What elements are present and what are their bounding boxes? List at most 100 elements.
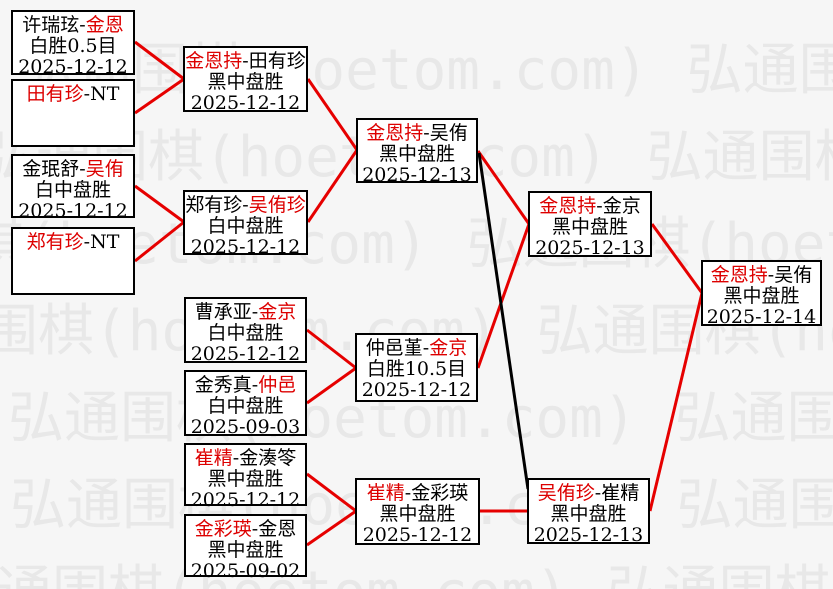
connector-b1-b5 (306, 328, 357, 370)
player-name: 金秀真 (194, 375, 252, 396)
match-box-bottom-r2-2[interactable]: 崔精-金彩瑛 黑中盘胜 2025-12-12 (355, 478, 480, 546)
player-name: NT (90, 232, 120, 253)
player-name: 金恩持 (539, 196, 597, 217)
match-result: 白胜10.5目 (366, 359, 467, 380)
match-box-bottom-r1-4[interactable]: 金彩瑛-金恩善 黑中盘胜 2025-09-02 (184, 514, 307, 582)
connector-t6-t7 (306, 149, 359, 223)
match-result: 白中盘胜 (207, 323, 284, 344)
player-name: 金珉舒 (22, 159, 80, 180)
connector-t4-t6 (134, 220, 185, 263)
match-box-winners-final[interactable]: 金恩持-金京垠 黑中盘胜 2025-12-13 (528, 191, 652, 259)
player-name: 仲邑堇 (236, 375, 297, 396)
match-players: 吴侑珍-崔精 (529, 483, 648, 504)
player-name: 崔精 (601, 483, 640, 504)
match-result: 黑中盘胜 (378, 144, 455, 165)
match-box-bottom-r1-1[interactable]: 曹承亚-金京垠 白中盘胜 2025-12-12 (184, 297, 307, 365)
match-result: 黑中盘胜 (551, 217, 628, 238)
connector-t2-t5 (134, 77, 185, 115)
match-result: 白中盘胜 (34, 180, 111, 201)
player-name: 金湊笭 (239, 448, 297, 469)
player-name: 吴侑珍 (248, 195, 306, 216)
match-date: 2025-09-03 (190, 417, 301, 438)
player-name: 金彩瑛 (411, 483, 469, 504)
match-date: 2025-12-12 (18, 57, 128, 78)
connector-b5-t8 (476, 223, 531, 369)
player-name: 崔精 (194, 448, 233, 469)
player-name: 金恩持 (185, 51, 243, 72)
match-box-top-r2-1[interactable]: 金恩持-田有珍 黑中盘胜 2025-12-12 (183, 46, 308, 114)
match-date: 2025-12-13 (533, 525, 644, 546)
match-result: 白中盘胜 (207, 396, 284, 417)
player-name: 吴侑珍 (537, 483, 595, 504)
player-name: 吴侑珍 (407, 123, 468, 144)
match-date: 2025-12-12 (190, 93, 301, 114)
separator: - (423, 123, 430, 144)
match-players: 金珉舒-吴侑珍 (13, 159, 133, 180)
player-name: 许瑞玹 (22, 15, 80, 36)
match-result: 黑中盘胜 (379, 504, 456, 525)
player-name: 郑有珍 (26, 232, 84, 253)
separator: - (242, 195, 249, 216)
separator: - (83, 232, 91, 253)
match-box-top-sf[interactable]: 金恩持-吴侑珍 黑中盘胜 2025-12-13 (356, 118, 478, 186)
connector-b3-b6 (306, 472, 357, 513)
match-players: 金秀真-仲邑堇 (186, 375, 305, 396)
match-date: 2025-12-14 (706, 307, 817, 328)
match-result (13, 253, 133, 274)
match-result: 黑中盘胜 (550, 504, 627, 525)
player-name: 金彩瑛 (194, 519, 252, 540)
separator: - (83, 84, 91, 105)
match-result (13, 105, 133, 126)
player-name: 金恩持 (366, 123, 424, 144)
connector-loser-t7-b7 (477, 152, 530, 490)
connector-t3-t6 (134, 184, 185, 224)
match-result: 白中盘胜 (207, 216, 284, 237)
match-box-top-r1-2[interactable]: 田有珍-NT (11, 79, 135, 147)
match-result: 黑中盘胜 (207, 469, 284, 490)
match-result: 黑中盘胜 (207, 540, 284, 561)
match-date: 2025-12-12 (190, 344, 301, 365)
match-players: 金恩持-吴侑珍 (703, 265, 820, 286)
match-players: 金彩瑛-金恩善 (186, 519, 305, 540)
match-players: 崔精-金彩瑛 (357, 483, 478, 504)
match-box-top-r1-1[interactable]: 许瑞玹-金恩持 白胜0.5目 2025-12-12 (11, 10, 135, 78)
connector-t1-t5 (134, 40, 185, 81)
match-date: 2025-12-12 (190, 237, 301, 258)
match-box-top-r1-3[interactable]: 金珉舒-吴侑珍 白中盘胜 2025-12-12 (11, 154, 135, 222)
match-box-grand-final[interactable]: 金恩持-吴侑珍 黑中盘胜 2025-12-14 (701, 260, 822, 328)
match-box-bottom-r1-2[interactable]: 金秀真-仲邑堇 白中盘胜 2025-09-03 (184, 370, 307, 438)
player-name: 田有珍 (248, 51, 306, 72)
match-box-bottom-r2-1[interactable]: 仲邑堇-金京垠 白胜10.5目 2025-12-12 (355, 333, 478, 402)
match-players: 郑有珍-吴侑珍 (185, 195, 306, 216)
match-result: 黑中盘胜 (723, 286, 800, 307)
match-result: 白胜0.5目 (29, 36, 117, 57)
match-date: 2025-12-13 (362, 165, 472, 186)
match-box-bottom-r1-3[interactable]: 崔精-金湊笭 黑中盘胜 2025-12-12 (184, 443, 307, 511)
separator: - (251, 519, 259, 540)
separator: - (232, 448, 240, 469)
match-players: 金恩持-金京垠 (530, 196, 650, 217)
connector-b2-b5 (306, 366, 357, 405)
match-box-top-r2-2[interactable]: 郑有珍-吴侑珍 白中盘胜 2025-12-12 (183, 190, 308, 258)
match-players: 曹承亚-金京垠 (186, 302, 305, 323)
player-name: 金京垠 (236, 302, 297, 323)
separator: - (251, 302, 259, 323)
separator: - (79, 15, 86, 36)
separator: - (79, 159, 86, 180)
match-box-losers-final[interactable]: 吴侑珍-崔精 黑中盘胜 2025-12-13 (527, 478, 650, 546)
match-box-top-r1-4[interactable]: 郑有珍-NT (11, 227, 135, 295)
connector-b7-t9 (648, 292, 704, 512)
separator: - (242, 51, 249, 72)
connector-t7-t8 (476, 150, 531, 225)
player-name: 金京垠 (580, 196, 641, 217)
player-name: 金恩善 (236, 519, 297, 540)
separator: - (596, 196, 603, 217)
match-players: 仲邑堇-金京垠 (357, 338, 476, 359)
match-date: 2025-12-12 (190, 490, 301, 511)
match-date: 2025-12-13 (535, 238, 645, 259)
match-date: 2025-09-02 (190, 561, 301, 582)
match-result: 黑中盘胜 (207, 72, 284, 93)
player-name: 金恩持 (63, 15, 124, 36)
separator: - (422, 338, 430, 359)
